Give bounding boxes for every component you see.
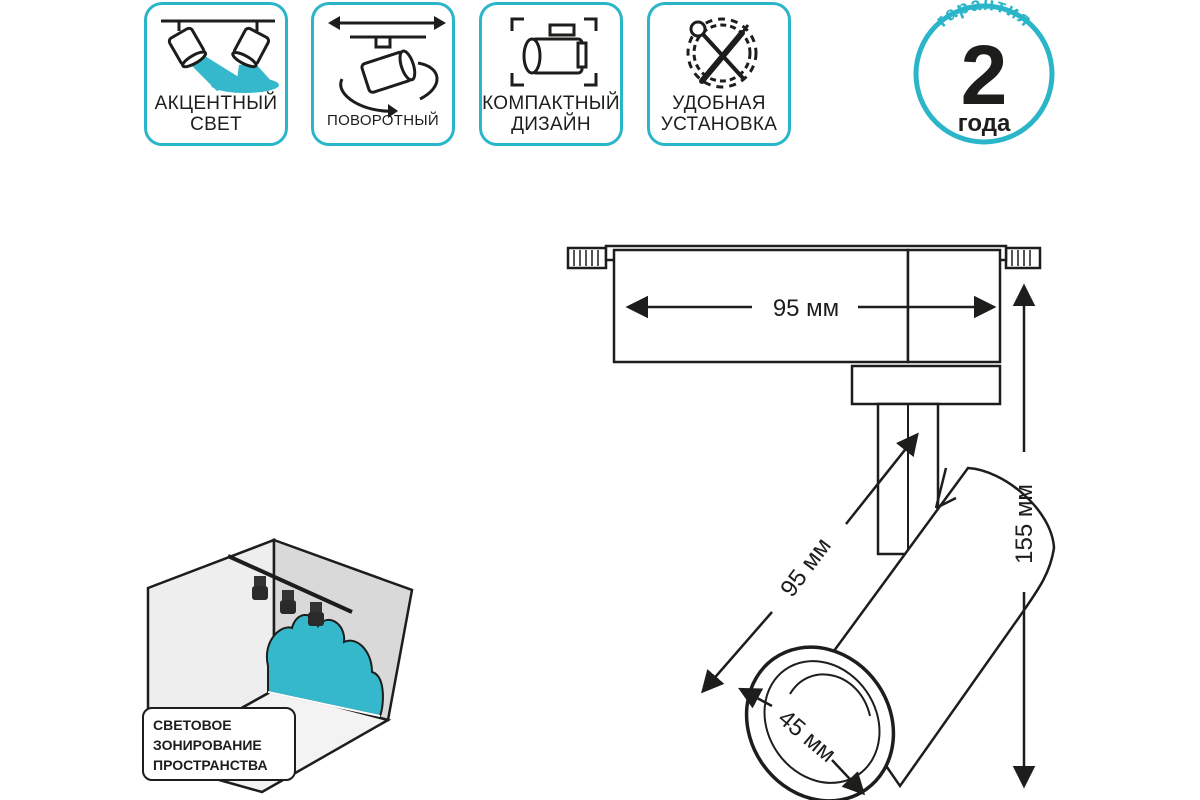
- adapter-ribbing: [573, 250, 1031, 266]
- light-beam-shape: [265, 614, 384, 718]
- feature-label-rotary: ПОВОРОТНЫЙ: [326, 112, 440, 129]
- tools-gear-icon: [686, 17, 758, 89]
- spot-lamp-3: [308, 602, 324, 626]
- dimension-length-label: 95 мм: [775, 533, 837, 602]
- compact-design-icon: [510, 17, 598, 87]
- dimension-height: 155 мм: [1011, 283, 1038, 789]
- accent-light-icon: [161, 19, 279, 93]
- feature-label-accent-light: АКЦЕНТНЫЙ СВЕТ: [154, 93, 278, 135]
- feature-card-compact: КОМПАКТНЫЙ ДИЗАЙН: [479, 2, 623, 146]
- lamp-cylinder: [744, 466, 1056, 800]
- track-adapter: [566, 244, 1042, 406]
- dimension-width: 95 мм: [625, 295, 997, 322]
- zoning-label: СВЕТОВОЕ ЗОНИРОВАНИЕ ПРОСТРАНСТВА: [142, 707, 296, 781]
- rotating-lamp-icon: [328, 16, 446, 118]
- dimension-width-label: 95 мм: [773, 295, 839, 322]
- feature-card-accent-light: АКЦЕНТНЫЙ СВЕТ: [144, 2, 288, 146]
- spot-lamp-2: [280, 590, 296, 614]
- warranty-number: 2: [961, 28, 1008, 122]
- spot-lamp-1: [252, 576, 268, 600]
- feature-label-compact: КОМПАКТНЫЙ ДИЗАЙН: [482, 93, 620, 135]
- feature-card-rotary: ПОВОРОТНЫЙ: [311, 2, 455, 146]
- dimension-height-label: 155 мм: [1011, 484, 1038, 564]
- feature-label-install: УДОБНАЯ УСТАНОВКА: [660, 93, 778, 135]
- feature-card-install: УДОБНАЯ УСТАНОВКА: [647, 2, 791, 146]
- warranty-badge: гарантия 2 года: [913, 0, 1055, 145]
- warranty-caption-bottom: года: [958, 110, 1011, 137]
